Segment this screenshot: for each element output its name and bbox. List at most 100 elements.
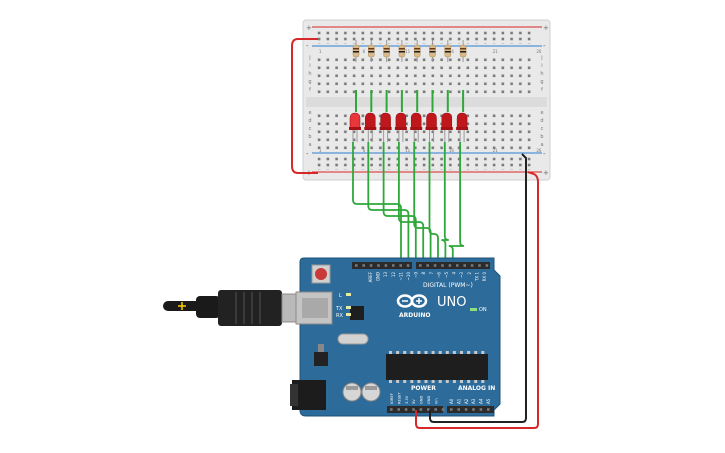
row-letter: h	[540, 71, 543, 77]
chip-leg	[445, 351, 449, 354]
header-hole	[362, 264, 365, 267]
capacitor-left	[342, 382, 362, 402]
led-body	[441, 112, 453, 129]
usb-cable[interactable]	[163, 290, 305, 326]
resistor[interactable]	[429, 40, 436, 62]
voltage-regulator	[314, 352, 328, 366]
leds	[349, 112, 469, 142]
power-pin-label: IOREF	[390, 393, 394, 404]
digital-pin-label: 7	[429, 272, 434, 275]
digital-pin-label: ~3	[459, 272, 464, 278]
digital-pin-label: ~9	[414, 272, 419, 278]
digital-pin-label: 2	[467, 272, 472, 275]
rail-link-wire[interactable]	[291, 38, 318, 174]
row-letter: f	[309, 87, 311, 93]
led-rim	[379, 127, 392, 130]
led[interactable]	[425, 112, 438, 142]
power-pin-label: Vin	[434, 398, 438, 404]
analog-header	[447, 406, 494, 413]
chip-leg	[481, 351, 485, 354]
resistor[interactable]	[459, 40, 467, 62]
chip-leg	[445, 380, 449, 383]
5v-wire[interactable]	[415, 171, 539, 429]
resistor[interactable]	[383, 40, 390, 62]
led[interactable]	[410, 112, 423, 142]
top-rail-holes	[316, 29, 536, 44]
led[interactable]	[440, 112, 453, 142]
resistor-band	[429, 48, 436, 50]
row-letter: c	[309, 126, 312, 132]
led-rim	[364, 127, 377, 130]
analog-pin-label: A4	[479, 398, 484, 404]
reset-button[interactable]	[315, 268, 327, 280]
header-hole	[419, 408, 423, 411]
column-number: 1	[319, 49, 322, 54]
column-number: 26	[536, 148, 542, 153]
chip-leg	[417, 351, 421, 354]
row-letter: a	[308, 142, 311, 148]
chip-leg	[396, 351, 400, 354]
digital-pin-label: 13	[383, 272, 388, 278]
digital-pin-label: ~5	[444, 272, 449, 278]
rail-minus-bottom-right: -	[543, 150, 546, 158]
digital-header-right	[416, 262, 490, 269]
row-letter: b	[308, 134, 311, 140]
row-letter: g	[540, 79, 543, 85]
chip-leg	[460, 380, 463, 383]
analog-pin-label: A0	[449, 398, 454, 404]
header-hole	[427, 408, 430, 411]
led[interactable]	[379, 112, 392, 142]
digital-header-left	[352, 262, 412, 269]
rail-minus-top-right: -	[543, 42, 546, 50]
signal-wire	[448, 142, 465, 265]
header-hole	[390, 408, 393, 411]
resistor[interactable]	[368, 40, 375, 62]
led[interactable]	[364, 112, 377, 142]
resistor[interactable]	[413, 40, 421, 62]
chip-leg	[389, 351, 392, 354]
resistor-band	[414, 48, 421, 50]
on-led	[470, 308, 477, 311]
capacitor-right-band	[365, 386, 377, 390]
column-number: 16	[449, 49, 455, 54]
chip-leg	[474, 351, 478, 354]
resistor[interactable]	[398, 40, 406, 62]
rx-label: RX	[336, 313, 343, 319]
resistor-band	[444, 51, 451, 53]
header-hole	[456, 264, 459, 267]
header-hole	[434, 408, 437, 411]
chip-leg	[410, 351, 414, 354]
resistor-band	[383, 51, 390, 53]
led-body	[380, 112, 391, 129]
resistor[interactable]	[352, 40, 360, 62]
resistor-band	[368, 51, 375, 53]
led[interactable]	[394, 112, 407, 142]
rail-plus-top-left: +	[306, 24, 312, 32]
tx-led	[346, 306, 351, 309]
led[interactable]	[349, 112, 361, 142]
row-letter: g	[308, 79, 311, 85]
l-label: L	[339, 293, 342, 299]
led-body	[456, 112, 468, 129]
led-rim	[425, 127, 438, 130]
led[interactable]	[456, 112, 469, 142]
gnd-wire[interactable]	[429, 153, 527, 423]
chip-leg	[452, 380, 456, 383]
column-number: 6	[363, 49, 366, 54]
led-rim	[456, 127, 469, 130]
signal-wire	[441, 142, 449, 265]
resistor[interactable]	[444, 40, 452, 62]
atmega-chip-legs	[389, 351, 485, 383]
arduino-uno[interactable]: L TX RX ARDUINO UNO DIGITAL (PWM~) POWER…	[290, 257, 501, 417]
header-hole	[457, 408, 460, 411]
row-letter: d	[540, 118, 543, 124]
header-hole	[464, 408, 468, 411]
power-pin-label: RESET	[397, 392, 401, 404]
usb-plug-grip	[235, 292, 261, 324]
chip-leg	[396, 380, 400, 383]
chip-leg	[438, 380, 442, 383]
analog-pin-label: A5	[486, 398, 491, 404]
